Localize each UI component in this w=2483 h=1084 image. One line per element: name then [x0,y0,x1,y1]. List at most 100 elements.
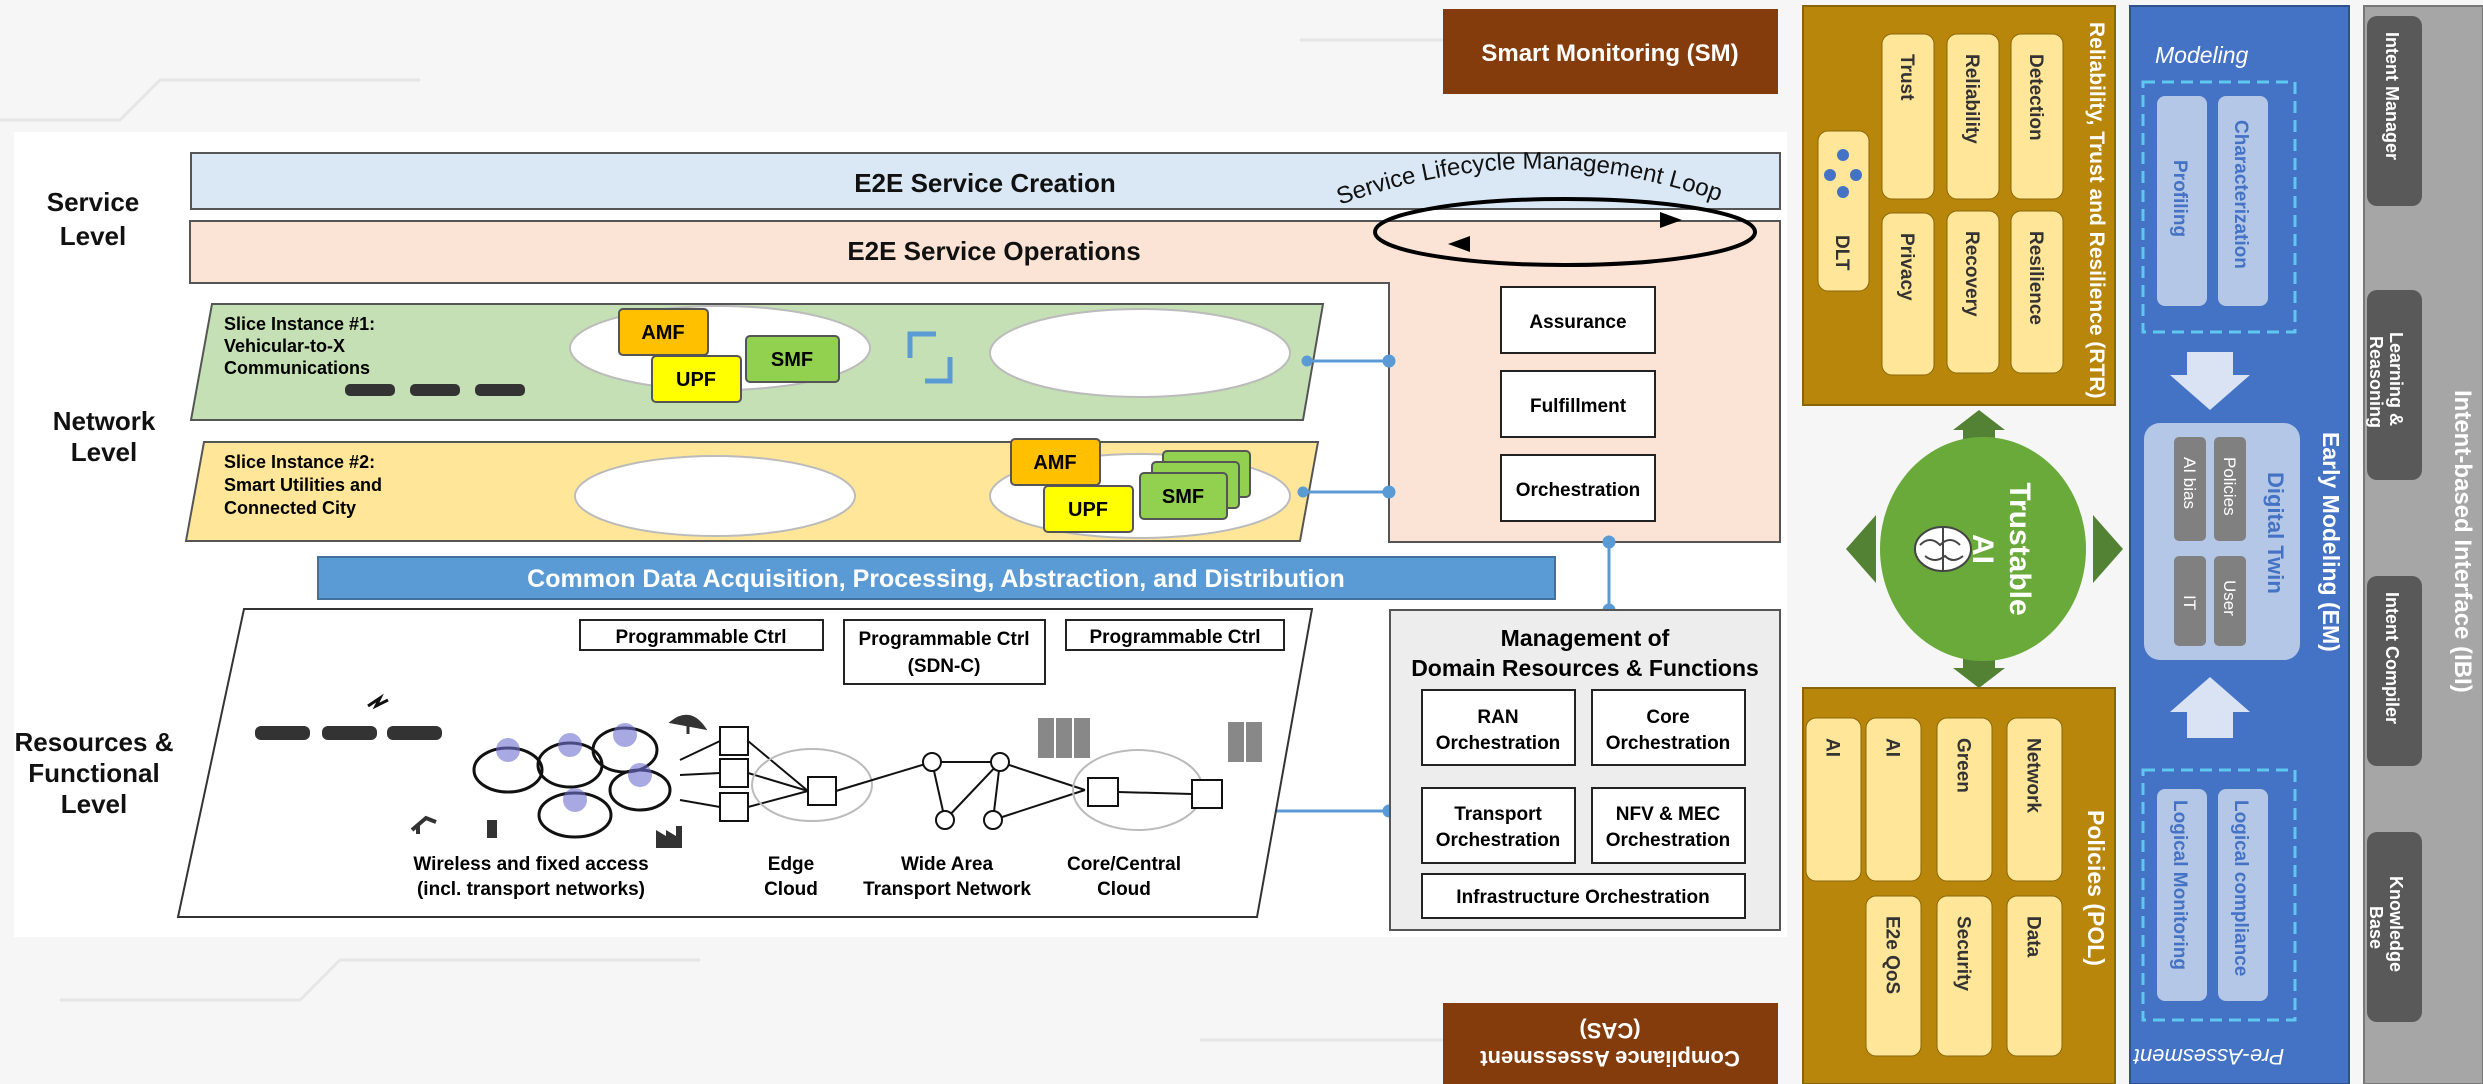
network-label: Network [2023,738,2044,813]
network-pill [2006,717,2063,882]
dt-user: User [2220,580,2239,616]
pol-ai-1-label: AI [1822,738,1843,757]
nfv-orch-1: NFV & MEC [1616,804,1721,825]
brain-icon [1914,526,1972,572]
compliance-label-line2: (CAS) [1579,1018,1640,1043]
management-title-2: Domain Resources & Functions [1411,655,1759,681]
arrow-down [1953,656,2005,688]
pol-title: Policies (POL) [2083,810,2109,966]
e2e-service-operations-label: E2E Service Operations [847,236,1140,266]
resilience-pill [2010,210,2064,374]
fulfillment-label: Fulfillment [1530,396,1627,417]
data-label: Data [2023,916,2044,958]
orchestration-label: Orchestration [1516,480,1641,501]
slice2-amf: AMF [1033,452,1076,474]
ibi-title: Intent-based Interface (IBI) [2449,390,2476,693]
e2e-qos-label: E2e QoS [1882,916,1903,994]
slice1-upf: UPF [676,369,716,391]
network-level-label-1: Network [53,406,156,436]
smart-monitoring-box: Smart Monitoring (SM) [1443,9,1778,94]
learning-reasoning-1: Learning & [2386,332,2406,426]
core-orch-2: Orchestration [1606,733,1731,754]
edge-cloud-label-2: Cloud [764,879,818,900]
access-label-2: (incl. transport networks) [417,879,645,900]
pol-ai-2-label: AI [1882,738,1903,757]
arrow-down-em [2170,375,2250,410]
dlt-network-icon [1824,149,1862,198]
infra-orch-label: Infrastructure Orchestration [1456,887,1709,908]
core-cloud-label-1: Core/Central [1067,854,1181,875]
phone-icon [487,820,497,838]
pre-assessment-dashed-box [2141,768,2297,1022]
rtr-title: Reliability, Trust and Resilience (RTR) [2085,22,2108,399]
slice2-title-1: Slice Instance #2: [224,452,375,472]
core-switches [1087,777,1223,809]
loop-ellipse [1373,197,1757,267]
trust-pill [1881,33,1935,200]
privacy-pill [1881,212,1935,376]
slice-instance-1: Slice Instance #1: Vehicular-to-X Commun… [189,303,1325,421]
slice1-amf: AMF [641,322,684,344]
resources-level-label-1: Resources & [15,727,174,757]
e2e-service-creation-label: E2E Service Creation [854,168,1116,198]
slice1-title-2: Vehicular-to-X [224,336,345,356]
slice2-upf: UPF [1068,499,1108,521]
security-pill [1936,895,1993,1057]
logical-compliance-label: Logical compliance [2230,800,2251,976]
resources-level-label-3: Level [61,789,128,819]
level-labels: Service Level Network Level Resources & … [15,187,174,819]
knowledge-1: Knowledge [2386,876,2406,972]
rtr-panel: Reliability, Trust and Resilience (RTR) … [1802,5,2116,406]
arrow-up [1953,410,2005,442]
pre-assessment-label: Pre-Assesment [2133,1044,2284,1069]
transport-orch-2: Orchestration [1436,830,1561,851]
modeling-dashed-box [2141,80,2297,334]
management-panel: Management of Domain Resources & Functio… [1389,609,1781,931]
ctrl-2-sub: (SDN-C) [908,656,981,677]
compliance-label-line1: Compliance Assessment [1480,1046,1740,1071]
ctrl-3-label: Programmable Ctrl [1089,627,1260,648]
edge-cloud-icon [751,748,873,822]
nfv-orch-2: Orchestration [1606,830,1731,851]
green-pill [1936,717,1993,882]
arrow-up-em [2170,677,2250,712]
assurance-label: Assurance [1529,312,1626,333]
dlt-label: DLT [1831,235,1852,271]
ibi-panel: Intent-based Interface (IBI) Intent Mana… [2363,5,2483,1084]
em-title: Early Modeling (EM) [2318,432,2344,652]
ran-orch-2: Orchestration [1436,733,1561,754]
recovery-label: Recovery [1961,231,1982,317]
recovery-pill [1946,210,2000,374]
digital-twin-label: Digital Twin [2263,472,2288,594]
common-data-bar: Common Data Acquisition, Processing, Abs… [317,556,1556,600]
em-panel: Early Modeling (EM) Modeling Profiling C… [2129,5,2350,1084]
wan-label-2: Transport Network [863,879,1031,900]
network-level-label-2: Level [71,437,138,467]
trustable-ai-line2: AI [1966,534,1999,564]
resources-level-label-2: Functional [28,758,159,788]
security-label: Security [1953,916,1974,991]
resilience-label: Resilience [2025,231,2046,325]
detection-pill [2010,33,2064,200]
reliability-pill [1946,33,2000,200]
service-level-label-2: Level [60,221,127,251]
slice1-title-3: Communications [224,358,370,378]
modeling-label: Modeling [2155,42,2249,68]
intent-manager-label: Intent Manager [2382,32,2402,160]
slice2-title-3: Connected City [224,498,356,518]
service-level-label-1: Service [47,187,140,217]
common-data-label: Common Data Acquisition, Processing, Abs… [527,565,1345,593]
dt-it: IT [2180,595,2199,610]
arrow-left [1846,515,1876,583]
slice2-title-2: Smart Utilities and [224,475,382,495]
wan-label-1: Wide Area [901,854,993,875]
access-label-1: Wireless and fixed access [413,854,648,875]
pol-ai-2-pill [1865,717,1922,882]
core-cloud-label-2: Cloud [1097,879,1151,900]
data-pill [2006,895,2063,1057]
compliance-assessment-box: Compliance Assessment (CAS) [1443,1003,1778,1084]
dt-ai-bias: AI bias [2180,457,2199,509]
slice1-smf: SMF [771,349,813,371]
